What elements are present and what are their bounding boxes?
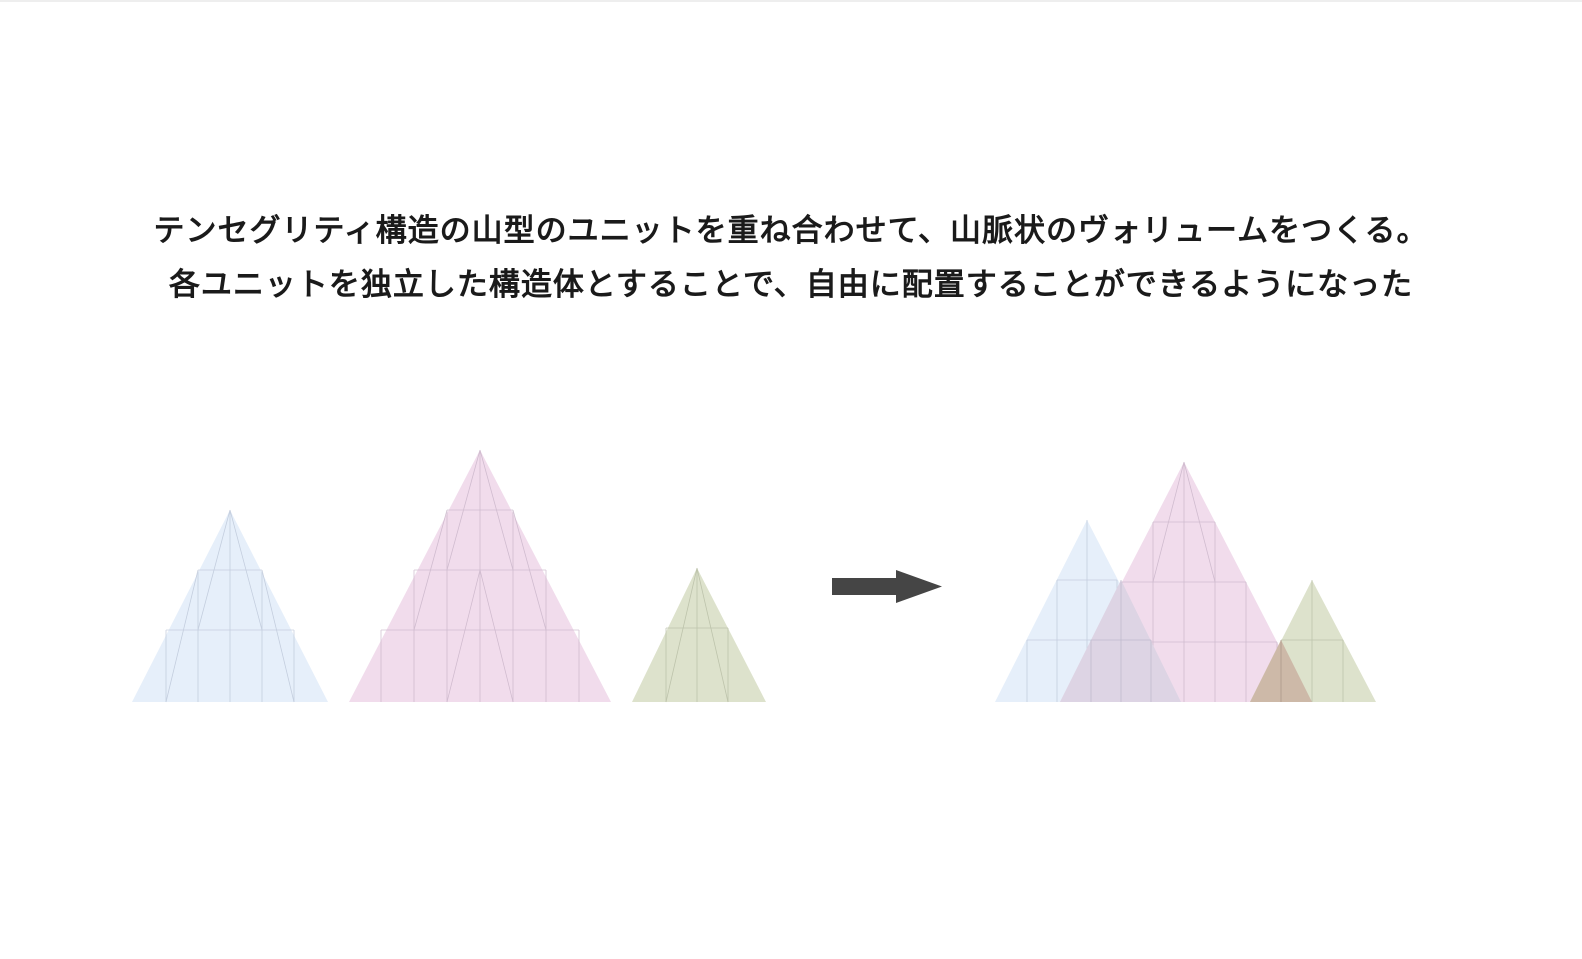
combined-overlap-brown [1250,640,1312,702]
caption-line-2: 各ユニットを独立した構造体とすることで、自由に配置することができるようになった [168,267,1414,303]
top-border [0,0,1582,2]
pink-unit-structure [380,449,580,703]
blue-unit-structure [165,509,295,703]
caption: テンセグリティ構造の山型のユニットを重ね合わせて、山脈状のヴォリュームをつくる。… [0,204,1582,312]
blue-unit [132,509,328,703]
olive-unit-structure [665,567,729,703]
combined-overlap-purple [1060,580,1181,702]
units-before-group [132,449,766,703]
arrow-right-icon [832,570,942,603]
olive-unit [632,567,766,703]
olive-unit-shape [632,568,766,702]
caption-line-1: テンセグリティ構造の山型のユニットを重ね合わせて、山脈状のヴォリュームをつくる。 [153,213,1429,249]
pink-unit [349,449,611,703]
units-combined-group [995,461,1376,702]
